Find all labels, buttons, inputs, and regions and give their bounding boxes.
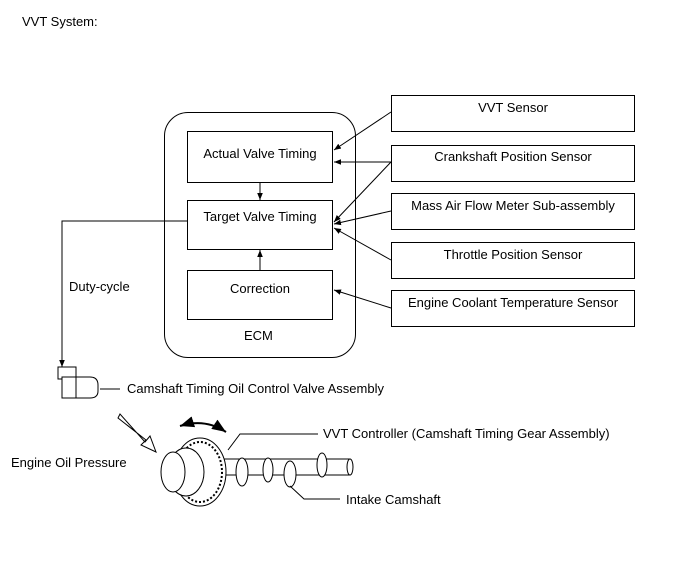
wire-maf (333, 210, 392, 226)
sensor-label-coolant: Engine Coolant Temperature Sensor (407, 295, 619, 310)
sensor-label-vvt: VVT Sensor (478, 100, 548, 115)
vvt-controller-gear-icon (160, 437, 227, 507)
sensor-box-coolant: Engine Coolant Temperature Sensor (391, 290, 635, 327)
sensor-box-throttle: Throttle Position Sensor (391, 242, 635, 279)
intake-camshaft-label: Intake Camshaft (346, 492, 441, 507)
sensor-label-throttle: Throttle Position Sensor (443, 247, 583, 262)
wire-duty-cycle (59, 220, 187, 367)
leader-vvt-controller (227, 433, 318, 451)
sensor-label-crankshaft: Crankshaft Position Sensor (434, 149, 592, 164)
vvt-controller-label: VVT Controller (Camshaft Timing Gear Ass… (323, 426, 610, 441)
correction-block: Correction (187, 270, 333, 320)
wire-throttle (333, 227, 392, 261)
ecm-label: ECM (244, 328, 273, 343)
leader-intake-camshaft (289, 485, 340, 500)
target-valve-timing-block: Target Valve Timing (187, 200, 333, 250)
intake-camshaft-icon (221, 452, 354, 488)
oil-pressure-arrow-icon (117, 413, 157, 453)
rotation-arrow-icon (179, 416, 227, 433)
correction-label: Correction (230, 281, 290, 296)
oil-control-valve-icon (57, 366, 99, 399)
diagram-heading: VVT System: (22, 14, 98, 29)
ocv-label: Camshaft Timing Oil Control Valve Assemb… (127, 381, 384, 396)
actual-valve-timing-block: Actual Valve Timing (187, 131, 333, 183)
wire-coolant (333, 289, 392, 309)
engine-oil-pressure-label: Engine Oil Pressure (11, 455, 127, 470)
sensor-label-maf: Mass Air Flow Meter Sub-assembly (411, 198, 615, 213)
duty-cycle-label: Duty-cycle (69, 279, 130, 294)
sensor-box-crankshaft: Crankshaft Position Sensor (391, 145, 635, 182)
sensor-box-vvt: VVT Sensor (391, 95, 635, 132)
actual-valve-timing-label: Actual Valve Timing (203, 146, 317, 161)
sensor-box-maf: Mass Air Flow Meter Sub-assembly (391, 193, 635, 230)
wire-vvt-sensor (333, 111, 392, 151)
wire-crank-to-target (333, 161, 392, 223)
target-valve-timing-label: Target Valve Timing (203, 209, 317, 224)
ecm-frame (164, 112, 356, 358)
